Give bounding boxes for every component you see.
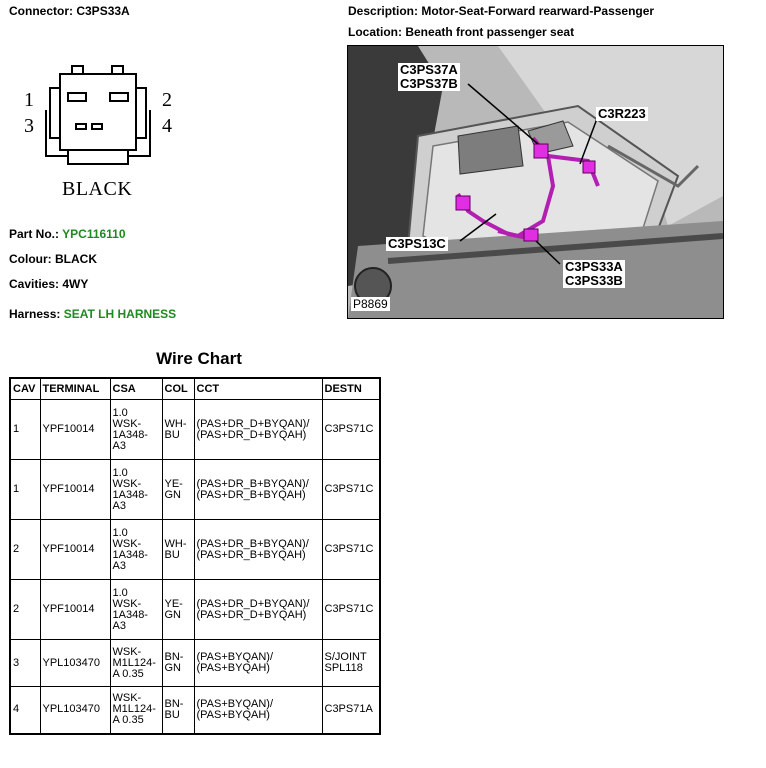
wire-chart-title: Wire Chart (156, 349, 242, 368)
cell-cct: (PAS+DR_B+BYQAN)/(PAS+DR_B+BYQAH) (193, 459, 323, 520)
cell-csa: WSK-M1L124-A 0.35 (109, 639, 163, 687)
cell-cct: (PAS+DR_D+BYQAN)/(PAS+DR_D+BYQAH) (193, 399, 323, 460)
header-terminal: TERMINAL (39, 377, 111, 400)
pin-1-label: 1 (24, 89, 34, 111)
table-row: 3 YPL103470 WSK-M1L124-A 0.35 BN-GN (PAS… (9, 639, 381, 687)
cell-terminal: YPL103470 (39, 686, 111, 734)
header-col: COL (161, 377, 195, 400)
wire-chart-table: CAV TERMINAL CSA COL CCT DESTN 1 YPF1001… (9, 377, 381, 735)
header-destn: DESTN (321, 377, 381, 400)
cell-col: YE-GN (161, 579, 195, 640)
cell-destn: C3PS71C (321, 459, 381, 520)
part-no-link[interactable]: YPC116110 (62, 227, 126, 241)
cell-col: BN-BU (161, 686, 195, 734)
callout-c3ps37: C3PS37A C3PS37B (398, 62, 460, 91)
harness-label: Harness: (9, 307, 61, 321)
cell-destn: C3PS71C (321, 579, 381, 640)
cell-terminal: YPL103470 (39, 639, 111, 687)
cell-cct: (PAS+BYQAN)/(PAS+BYQAH) (193, 686, 323, 734)
colour-label: Colour: (9, 252, 52, 266)
header-cct: CCT (193, 377, 323, 400)
part-no-line: Part No.: YPC116110 (9, 227, 126, 241)
cell-cav: 1 (9, 399, 41, 460)
wire-chart-header-row: CAV TERMINAL CSA COL CCT DESTN (9, 377, 381, 400)
connector-value: C3PS33A (76, 4, 130, 18)
cell-col: WH-BU (161, 519, 195, 580)
cell-csa: WSK-M1L124-A 0.35 (109, 686, 163, 734)
cell-cct: (PAS+DR_B+BYQAN)/(PAS+DR_B+BYQAH) (193, 519, 323, 580)
location-label: Location: (348, 25, 402, 39)
callout-c3r223: C3R223 (596, 106, 648, 121)
description-line: Description: Motor-Seat-Forward rearward… (348, 4, 654, 18)
colour-line: Colour: BLACK (9, 252, 97, 266)
cell-terminal: YPF10014 (39, 459, 111, 520)
cell-terminal: YPF10014 (39, 399, 111, 460)
cell-cav: 2 (9, 519, 41, 580)
pin-3-label: 3 (24, 115, 34, 137)
pin-2-label: 2 (162, 89, 172, 111)
callout-c3ps13c: C3PS13C (386, 236, 448, 251)
connector-label: Connector: (9, 4, 73, 18)
connector-colour-label: BLACK (62, 178, 133, 200)
cell-col: YE-GN (161, 459, 195, 520)
cell-cct: (PAS+DR_D+BYQAN)/(PAS+DR_D+BYQAH) (193, 579, 323, 640)
connector-line: Connector: C3PS33A (9, 4, 130, 18)
pin-4-label: 4 (162, 115, 172, 137)
location-photo: C3PS37A C3PS37B C3R223 C3PS13C C3PS33A C… (347, 45, 724, 319)
connector-face-diagram (45, 65, 151, 165)
colour-value: BLACK (55, 252, 97, 266)
seat-frame-illustration (348, 46, 723, 318)
cell-col: WH-BU (161, 399, 195, 460)
cell-terminal: YPF10014 (39, 519, 111, 580)
part-no-label: Part No.: (9, 227, 60, 241)
harness-line: Harness: SEAT LH HARNESS (9, 307, 176, 321)
table-row: 4 YPL103470 WSK-M1L124-A 0.35 BN-BU (PAS… (9, 686, 381, 734)
cell-destn: C3PS71A (321, 686, 381, 734)
cell-cav: 1 (9, 459, 41, 520)
cell-cct: (PAS+BYQAN)/(PAS+BYQAH) (193, 639, 323, 687)
cell-col: BN-GN (161, 639, 195, 687)
header-cav: CAV (9, 377, 41, 400)
callout-c3ps33: C3PS33A C3PS33B (563, 259, 625, 288)
cell-destn: C3PS71C (321, 399, 381, 460)
cavities-line: Cavities: 4WY (9, 277, 88, 291)
cavities-value: 4WY (62, 277, 89, 291)
cell-terminal: YPF10014 (39, 579, 111, 640)
cavities-label: Cavities: (9, 277, 60, 291)
cell-cav: 2 (9, 579, 41, 640)
location-line: Location: Beneath front passenger seat (348, 25, 574, 39)
header-csa: CSA (109, 377, 163, 400)
cell-destn: C3PS71C (321, 519, 381, 580)
cell-cav: 4 (9, 686, 41, 734)
cell-cav: 3 (9, 639, 41, 687)
photo-reference: P8869 (351, 297, 390, 311)
harness-link[interactable]: SEAT LH HARNESS (63, 307, 177, 321)
description-label: Description: (348, 4, 419, 18)
description-value: Motor-Seat-Forward rearward-Passenger (421, 4, 655, 18)
location-value: Beneath front passenger seat (405, 25, 575, 39)
